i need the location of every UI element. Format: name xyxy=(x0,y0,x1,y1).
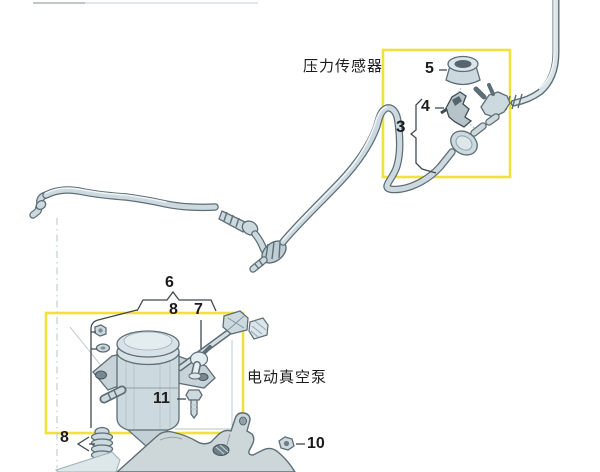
sensor-cap xyxy=(445,55,481,86)
label-part-8-top[interactable]: 8 xyxy=(169,301,178,318)
connector-cube xyxy=(222,310,249,335)
connector-cube-mate xyxy=(248,317,269,340)
pressure-sensor xyxy=(440,91,473,128)
pressure-sensor-callout: 压力传感器 xyxy=(303,58,384,75)
mounting-bracket xyxy=(115,412,296,472)
hex-nut-10 xyxy=(278,436,295,451)
pump-valve xyxy=(188,345,212,380)
label-part-6[interactable]: 6 xyxy=(165,274,174,291)
pipe-connector xyxy=(473,83,511,126)
washer xyxy=(95,343,111,353)
label-part-10[interactable]: 10 xyxy=(307,435,325,452)
corner-part-edge xyxy=(55,451,121,472)
label-part-7[interactable]: 7 xyxy=(194,301,203,318)
check-valve xyxy=(450,122,487,156)
label-part-4[interactable]: 4 xyxy=(421,98,430,115)
vacuum-hose-assembly xyxy=(29,104,456,273)
vacuum-pump-callout: 电动真空泵 xyxy=(247,369,328,386)
nut xyxy=(94,324,107,337)
vacuum-pump xyxy=(99,330,180,453)
rigid-pipe xyxy=(505,0,560,111)
label-part-11[interactable]: 11 xyxy=(153,390,170,407)
label-part-5[interactable]: 5 xyxy=(425,60,434,77)
label-part-8-bottom[interactable]: 8 xyxy=(60,429,69,446)
bolt xyxy=(185,389,203,420)
label-part-3[interactable]: 3 xyxy=(396,117,406,136)
leader-lines xyxy=(76,69,447,452)
explosion-gaps xyxy=(456,87,477,131)
